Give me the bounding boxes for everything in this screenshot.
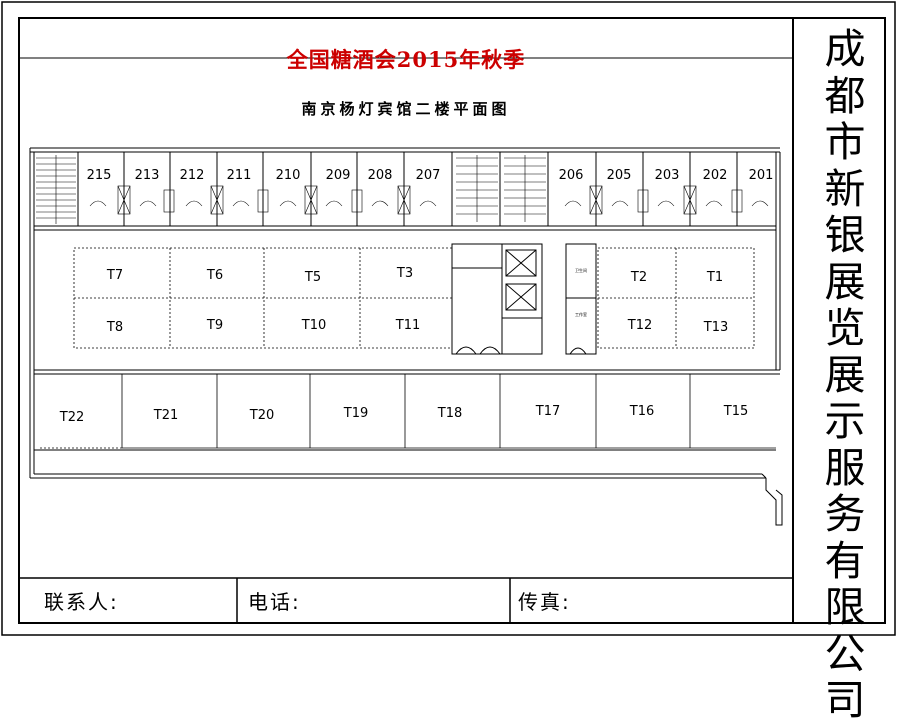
booth-label: T10	[301, 318, 327, 333]
booth-label: T1	[706, 270, 724, 285]
room-label: 213	[134, 168, 160, 183]
room-label: 201	[748, 168, 774, 183]
room-label: 208	[367, 168, 393, 183]
booth-label: T2	[630, 270, 648, 285]
booth-label: T7	[106, 268, 124, 283]
room-label: 211	[226, 168, 252, 183]
booth-label: T19	[343, 406, 369, 421]
room-label: 207	[415, 168, 441, 183]
booth-label: T18	[437, 406, 463, 421]
room-label: 209	[325, 168, 351, 183]
company-char: 览	[824, 304, 866, 352]
elevator-core	[451, 243, 597, 355]
room-label: 203	[654, 168, 680, 183]
phone-label: 电话:	[248, 590, 301, 614]
booth-grid-upper	[73, 247, 755, 349]
booth-label: T13	[703, 320, 729, 335]
floor-plan-frame	[1, 1, 896, 636]
booth-label: T16	[629, 404, 655, 419]
booth-label: T8	[106, 320, 124, 335]
booth-label: T5	[304, 270, 322, 285]
company-char: 展	[824, 257, 866, 306]
booth-label: T15	[723, 404, 749, 419]
room-partitions	[77, 152, 738, 226]
booth-label: T22	[59, 410, 85, 425]
company-char: 展	[824, 350, 866, 399]
room-label: 210	[275, 168, 301, 183]
company-char: 都	[824, 71, 866, 120]
booth-label: T11	[395, 318, 421, 333]
booth-label: T21	[153, 408, 179, 423]
company-char: 司	[824, 676, 866, 724]
contact-label: 联系人:	[44, 590, 119, 614]
building-outline	[29, 147, 783, 526]
booth-grid-lower	[40, 374, 776, 449]
company-char: 银	[824, 211, 866, 259]
washroom-label: 卫生间	[575, 268, 587, 273]
company-char: 成	[824, 25, 866, 73]
booth-label: T9	[206, 318, 224, 333]
booth-label: T12	[627, 318, 653, 333]
booth-label: T6	[206, 268, 224, 283]
booth-label: T17	[535, 404, 561, 419]
room-fixtures	[89, 185, 769, 215]
booth-label: T3	[396, 266, 414, 281]
room-label: 206	[558, 168, 584, 183]
room-label: 212	[179, 168, 205, 183]
company-char: 公	[824, 629, 866, 678]
stair-middle	[456, 155, 546, 222]
stair-left	[36, 155, 76, 224]
company-char: 市	[824, 118, 866, 166]
company-char: 限	[824, 583, 866, 631]
workroom-label: 工作室	[575, 312, 587, 317]
company-name-vertical: 成 都 市 新 银 展 览 展 示 服 务 有 限 公 司	[808, 26, 882, 724]
company-char: 服	[824, 443, 866, 492]
room-label: 215	[86, 168, 112, 183]
room-label: 202	[702, 168, 728, 183]
page-title: 全国糖酒会2015年秋季	[286, 47, 526, 72]
room-label: 205	[606, 168, 632, 183]
booth-label: T20	[249, 408, 275, 423]
floor-plan-subtitle: 南京杨灯宾馆二楼平面图	[301, 100, 511, 118]
company-char: 新	[824, 164, 866, 213]
company-char: 务	[824, 490, 866, 538]
company-char: 示	[824, 397, 866, 445]
fax-label: 传真:	[518, 590, 571, 614]
company-char: 有	[824, 536, 866, 585]
